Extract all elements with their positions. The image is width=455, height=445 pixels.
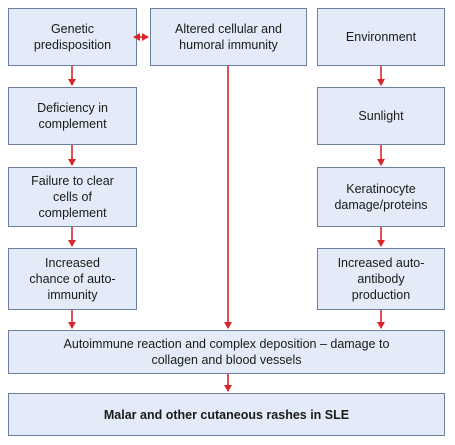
node-deficiency-complement: Deficiency in complement [8, 87, 137, 145]
node-autoimmune-reaction: Autoimmune reaction and complex depositi… [8, 330, 445, 374]
node-increased-autoimmunity: Increased chance of auto- immunity [8, 248, 137, 310]
node-sunlight: Sunlight [317, 87, 445, 145]
node-failure-clear-cells: Failure to clear cells of complement [8, 167, 137, 227]
node-altered-immunity: Altered cellular and humoral immunity [150, 8, 307, 66]
node-increased-autoantibody: Increased auto- antibody production [317, 248, 445, 310]
node-genetic-predisposition: Genetic predisposition [8, 8, 137, 66]
node-environment: Environment [317, 8, 445, 66]
node-malar-rashes: Malar and other cutaneous rashes in SLE [8, 393, 445, 436]
node-keratinocyte-damage: Keratinocyte damage/proteins [317, 167, 445, 227]
